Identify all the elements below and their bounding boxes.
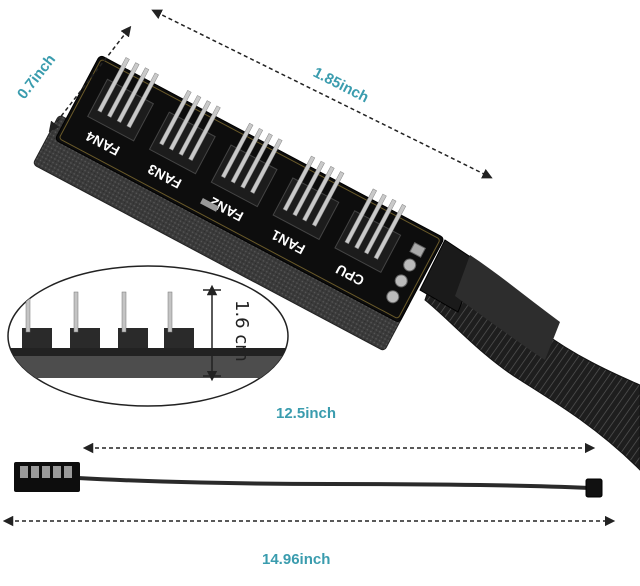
mini-header	[31, 466, 39, 478]
inset-pin	[22, 291, 52, 348]
total-length-label: 14.96inch	[262, 551, 331, 568]
fan-header-cpu: CPU	[333, 188, 407, 289]
mini-header	[64, 466, 72, 478]
inset-pin	[118, 291, 148, 348]
board-cable	[419, 239, 640, 471]
mini-header	[53, 466, 61, 478]
led-indicator	[394, 274, 408, 288]
pin-height-inset	[7, 265, 289, 407]
inset-pin	[70, 291, 100, 348]
inset-pin	[164, 291, 194, 348]
led-indicator	[386, 290, 400, 304]
mini-header	[42, 466, 50, 478]
led-indicator	[409, 242, 426, 258]
mini-header	[20, 466, 28, 478]
length-dimension	[151, 9, 493, 179]
fan-header-fan1: FAN1	[268, 155, 345, 258]
led-indicator	[403, 258, 417, 272]
full-cable	[2, 442, 616, 527]
pin-height-label: 1.6 cm	[231, 300, 252, 362]
cable-length-label: 12.5inch	[276, 405, 337, 422]
